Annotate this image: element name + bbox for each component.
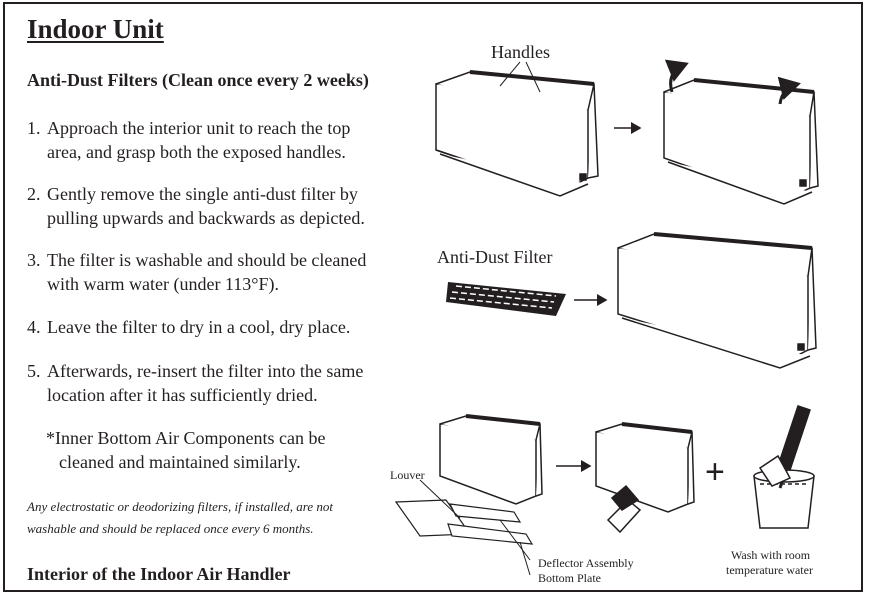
note-line-1: *Inner Bottom Air Components can be: [46, 428, 326, 448]
plus-sign: +: [705, 453, 725, 491]
handles-label: Handles: [491, 42, 550, 62]
italic-line-1: Any electrostatic or deodorizing filters…: [27, 499, 333, 514]
section-subtitle: Anti-Dust Filters (Clean once every 2 we…: [27, 70, 369, 90]
step-text-cont: pulling upwards and backwards as depicte…: [47, 208, 365, 228]
step-text: The filter is washable and should be cle…: [47, 250, 367, 270]
wash-label-line-1: Wash with room: [731, 548, 811, 562]
scrub-brush-icon: [758, 405, 811, 489]
step-text-cont: area, and grasp both the exposed handles…: [47, 142, 346, 162]
step-number: 2.: [27, 184, 41, 204]
indoor-unit-illustration-5: [595, 422, 695, 513]
bottom-plate-label: Bottom Plate: [538, 571, 601, 585]
step-text: Leave the filter to dry in a cool, dry p…: [47, 317, 351, 337]
filter-replacement-note: Any electrostatic or deodorizing filters…: [27, 496, 333, 540]
anti-dust-filter-icon: [446, 282, 566, 316]
deflector-assembly-part: [447, 503, 534, 545]
indoor-unit-illustration-3: [617, 232, 817, 369]
step-text: Approach the interior unit to reach the …: [47, 118, 351, 138]
brush-icon: [606, 484, 642, 534]
step-number: 1.: [27, 118, 41, 138]
step-text-cont: with warm water (under 113°F).: [47, 274, 279, 294]
step-text: Afterwards, re-insert the filter into th…: [47, 361, 364, 381]
callout-lines: [419, 479, 531, 576]
section-footer-heading: Interior of the Indoor Air Handler: [27, 564, 291, 584]
anti-dust-filter-label: Anti-Dust Filter: [437, 247, 553, 267]
lift-arrow-icon: [777, 76, 801, 105]
indoor-unit-illustration-4: [439, 414, 543, 505]
step-2: 2. Gently remove the single anti-dust fil…: [27, 182, 365, 230]
step-5: 5. Afterwards, re-insert the filter into …: [27, 359, 363, 407]
step-number: 4.: [27, 317, 41, 337]
note-line-2: cleaned and maintained similarly.: [59, 452, 301, 472]
step-number: 3.: [27, 250, 41, 270]
inner-components-note: *Inner Bottom Air Components can be clea…: [46, 426, 325, 474]
deflector-assembly-label: Deflector Assembly: [538, 556, 634, 570]
indoor-unit-illustration-1: [435, 70, 599, 197]
lift-arrow-icon: [664, 59, 689, 93]
italic-line-2: washable and should be replaced once eve…: [27, 521, 314, 536]
wash-label-line-2: temperature water: [726, 563, 813, 577]
indoor-unit-illustration-2: [663, 78, 819, 205]
step-text-cont: location after it has sufficiently dried…: [47, 385, 318, 405]
page-frame: [3, 2, 863, 592]
step-3: 3. The filter is washable and should be c…: [27, 248, 366, 296]
louver-label: Louver: [390, 468, 425, 482]
page-title: Indoor Unit: [27, 14, 164, 44]
step-text: Gently remove the single anti-dust filte…: [47, 184, 358, 204]
step-4: 4. Leave the filter to dry in a cool, dry…: [27, 315, 350, 339]
step-1: 1. Approach the interior unit to reach th…: [27, 116, 350, 164]
step-number: 5.: [27, 361, 41, 381]
handle-callout-lines: [499, 61, 541, 93]
